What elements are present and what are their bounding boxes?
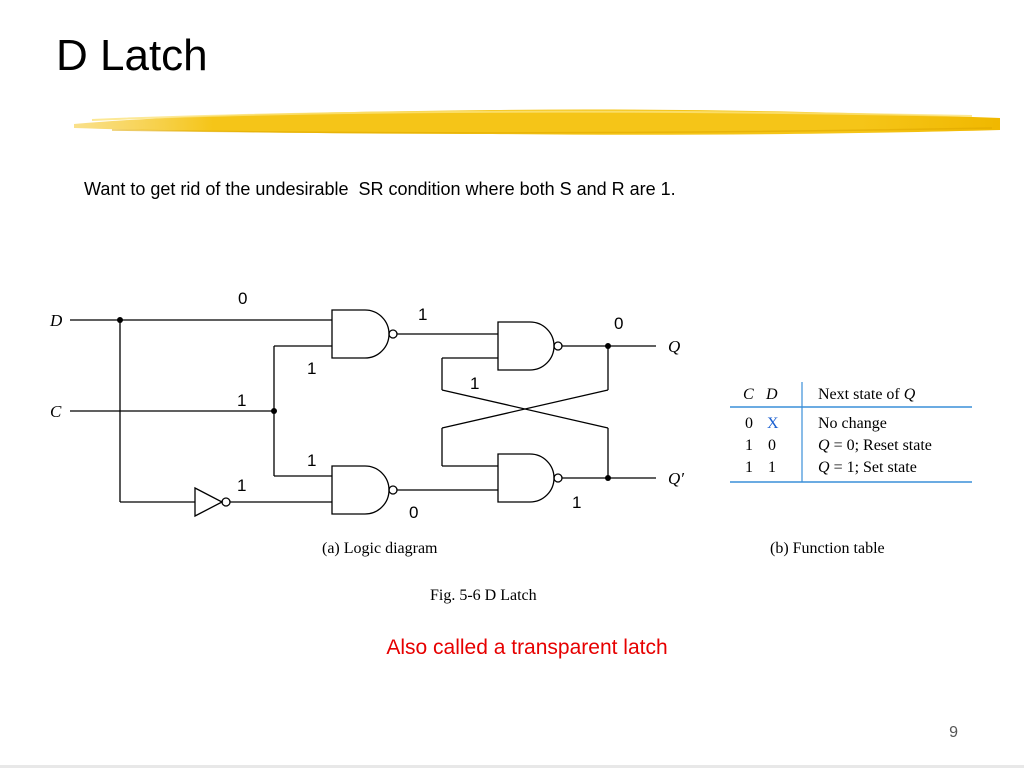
output-label-q: Q	[668, 337, 680, 356]
table-cell-c: 1	[745, 437, 753, 454]
logic-value: 0	[238, 289, 247, 308]
table-header-d: D	[765, 386, 778, 403]
logic-value: 1	[307, 451, 316, 470]
logic-value: 1	[418, 305, 427, 324]
table-header-next: Next state of Q	[818, 386, 916, 403]
table-cell-c: 0	[745, 415, 753, 432]
intro-text: Want to get rid of the undesirable SR co…	[84, 179, 676, 199]
table-cell-d: 1	[768, 459, 776, 476]
table-cell-c: 1	[745, 459, 753, 476]
table-cell-next: Q = 1; Set state	[818, 459, 917, 476]
note-text: Also called a transparent latch	[386, 636, 668, 659]
table-cell-next: No change	[818, 415, 887, 432]
logic-value: 1	[470, 374, 479, 393]
logic-value: 1	[572, 493, 581, 512]
highlight-stroke	[74, 109, 1000, 135]
logic-value: 0	[614, 314, 623, 333]
input-label-c: C	[50, 402, 62, 421]
function-table: C D Next state of Q 0 X No change 1 0 Q …	[730, 382, 972, 483]
caption-function-table: (b) Function table	[770, 540, 885, 557]
logic-value: 0	[409, 503, 418, 522]
output-label-q-bar: Q′	[668, 469, 684, 488]
caption-logic-diagram: (a) Logic diagram	[322, 540, 438, 557]
table-cell-next: Q = 0; Reset state	[818, 437, 932, 454]
table-header-c: C	[743, 386, 754, 403]
logic-value: 1	[237, 476, 246, 495]
table-cell-d: 0	[768, 437, 776, 454]
table-cell-d-dont-care: X	[767, 415, 779, 432]
footer-rule	[0, 765, 1024, 768]
slide-title: D Latch	[56, 31, 208, 80]
input-label-d: D	[49, 311, 63, 330]
logic-diagram: D C Q Q′ 0 1 1 1 1 0 1 1 0 1 C D Next st…	[49, 289, 972, 604]
page-number: 9	[949, 724, 958, 741]
logic-value: 1	[307, 359, 316, 378]
logic-value: 1	[237, 391, 246, 410]
figure-caption: Fig. 5-6 D Latch	[430, 587, 537, 604]
